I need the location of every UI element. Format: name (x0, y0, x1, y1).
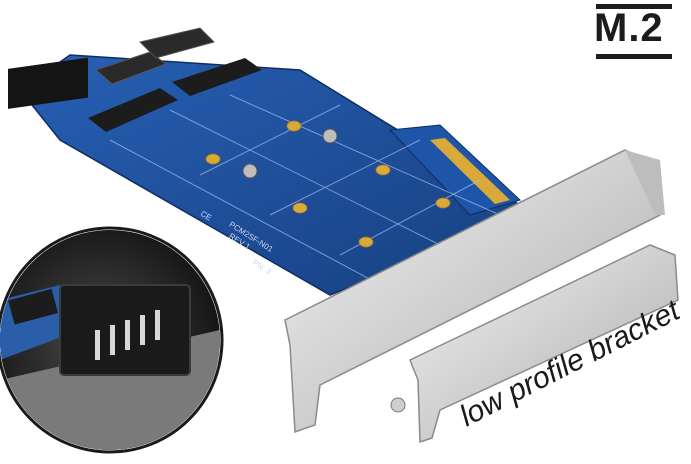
full-height-bracket (284, 149, 665, 434)
m2-badge: M.2 (594, 6, 664, 50)
connector-closeup-inset (0, 226, 224, 454)
pin-header (8, 57, 88, 109)
m2-slot-connector (172, 58, 262, 96)
badge-rule-bottom (596, 54, 672, 59)
badge-rule-top (596, 4, 672, 9)
sata-connector (139, 27, 215, 59)
mounting-pads (205, 120, 451, 248)
sata-connector (95, 51, 168, 85)
standoff-screws (242, 128, 338, 179)
pcie-card: CE PCM2SF-N01 REV 1 PN: 3 (8, 27, 522, 296)
m2-slot-connector (88, 88, 178, 132)
low-profile-bracket (390, 244, 679, 444)
